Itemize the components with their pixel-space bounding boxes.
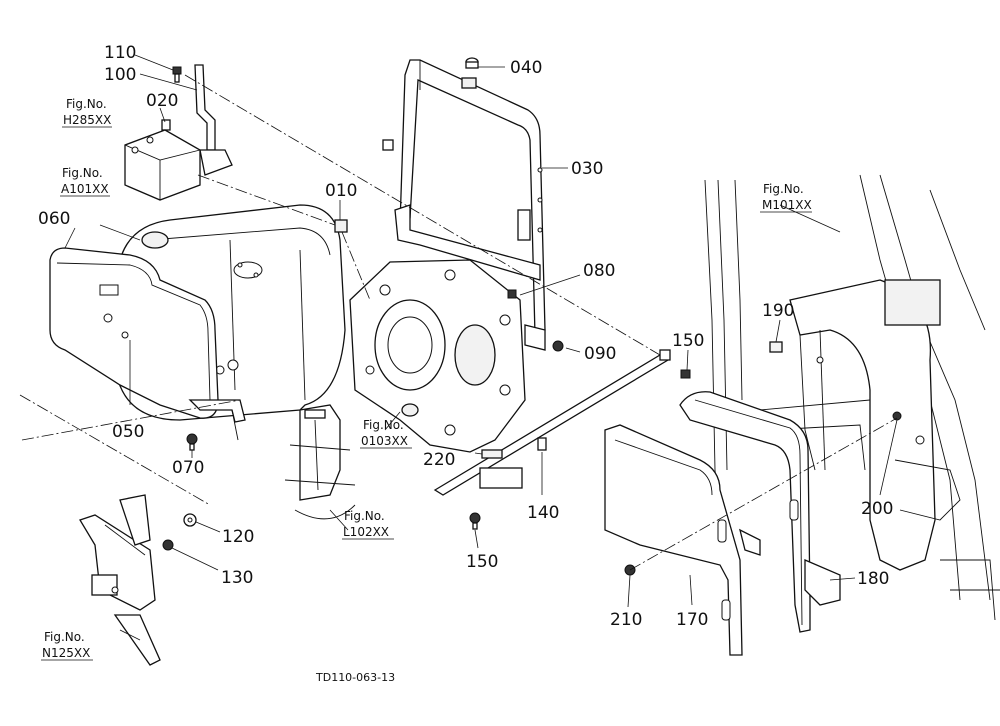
bolt-010 — [334, 219, 348, 233]
bar-140 — [433, 349, 671, 496]
bolt-150b — [469, 512, 481, 530]
bolt-110 — [172, 66, 182, 83]
stay-100 — [194, 64, 233, 176]
label-050: 050 — [112, 422, 144, 442]
label-080: 080 — [583, 261, 615, 281]
part-labels: 110 100 020 040 030 010 060 080 150 190 … — [38, 43, 893, 630]
drawing-code: TD110-063-13 — [315, 671, 395, 684]
label-170: 170 — [676, 610, 708, 630]
grommet-040 — [465, 57, 479, 69]
fig-ref-h285: Fig.No. H285XX — [62, 97, 112, 128]
fig-ref-m101: Fig.No. M101XX — [760, 182, 812, 213]
frame-030 — [382, 59, 546, 351]
svg-text:Fig.No.: Fig.No. — [344, 509, 385, 523]
nut-120 — [183, 513, 197, 527]
svg-text:Fig.No.: Fig.No. — [363, 418, 404, 432]
bolt-130 — [162, 539, 174, 551]
label-200: 200 — [861, 499, 893, 519]
part-220 — [481, 449, 503, 459]
leader-lines — [19, 54, 898, 641]
svg-text:M101XX: M101XX — [762, 198, 812, 212]
bolt-070 — [186, 433, 198, 451]
figure-references: Fig.No. H285XX Fig.No. A101XX Fig.No. M1… — [41, 97, 812, 661]
label-150-top: 150 — [672, 331, 704, 351]
block-h285 — [124, 129, 201, 201]
label-100: 100 — [104, 65, 136, 85]
bolt-080 — [507, 289, 517, 299]
label-010: 010 — [325, 181, 357, 201]
svg-text:N125XX: N125XX — [42, 646, 90, 660]
label-120: 120 — [222, 527, 254, 547]
label-110: 110 — [104, 43, 136, 63]
svg-text:0103XX: 0103XX — [361, 434, 408, 448]
side-cover-170 — [604, 424, 761, 656]
label-030: 030 — [571, 159, 603, 179]
fig-ref-a101: Fig.No. A101XX — [60, 166, 110, 197]
label-150-bottom: 150 — [466, 552, 498, 572]
front-axle-housing — [349, 259, 526, 453]
bolt-090 — [552, 340, 564, 352]
fig-ref-l102: Fig.No. L102XX — [342, 509, 394, 540]
lower-bracket-l102 — [284, 404, 356, 520]
svg-text:Fig.No.: Fig.No. — [62, 166, 103, 180]
bracket-n125 — [79, 494, 161, 666]
label-190: 190 — [762, 301, 794, 321]
side-cover-180 — [679, 391, 841, 633]
label-020: 020 — [146, 91, 178, 111]
fig-ref-0103: Fig.No. 0103XX — [360, 418, 412, 449]
label-060: 060 — [38, 209, 70, 229]
svg-text:Fig.No.: Fig.No. — [763, 182, 804, 196]
svg-text:H285XX: H285XX — [63, 113, 111, 127]
svg-text:A101XX: A101XX — [61, 182, 109, 196]
label-220: 220 — [423, 450, 455, 470]
tractor-frame-background — [704, 174, 1000, 621]
label-040: 040 — [510, 58, 542, 78]
bracket-050 — [188, 399, 246, 441]
bolt-200 — [892, 411, 902, 421]
label-210: 210 — [610, 610, 642, 630]
label-090: 090 — [584, 344, 616, 364]
svg-text:Fig.No.: Fig.No. — [44, 630, 85, 644]
label-180: 180 — [857, 569, 889, 589]
label-130: 130 — [221, 568, 253, 588]
fuel-cap-icon — [141, 231, 169, 249]
svg-text:L102XX: L102XX — [343, 525, 389, 539]
bolt-150a — [680, 369, 691, 379]
label-070: 070 — [172, 458, 204, 478]
side-panel-060 — [49, 247, 219, 419]
clip-190 — [769, 341, 783, 353]
svg-text:Fig.No.: Fig.No. — [66, 97, 107, 111]
label-140: 140 — [527, 503, 559, 523]
fig-ref-n125: Fig.No. N125XX — [41, 630, 93, 661]
